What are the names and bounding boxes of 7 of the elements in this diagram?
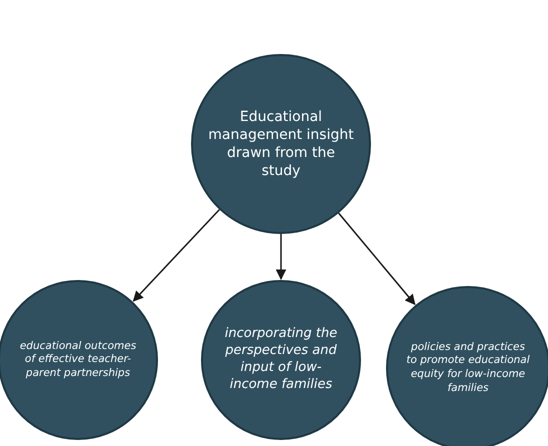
circle-text: Educational management insight drawn from the study [207, 108, 355, 180]
arrow [276, 234, 286, 280]
circle-text: educational outcomes of effective teacher-parent partnerships [18, 340, 138, 380]
arrow [338, 212, 416, 306]
circle-text: policies and practices to promote educational equity for low-income families [406, 340, 530, 396]
circle-text: incorporating the perspectives and input of low-income families [224, 326, 338, 394]
arrow [132, 209, 220, 302]
